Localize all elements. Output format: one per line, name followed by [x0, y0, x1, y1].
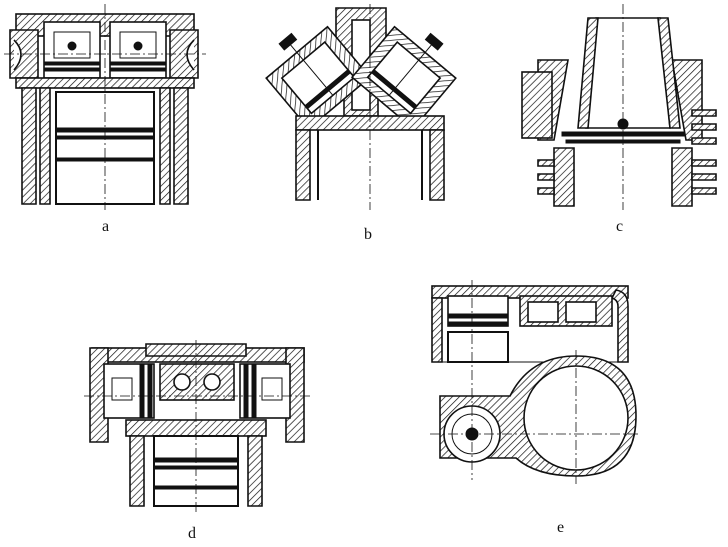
view-a-cylinder-head-section	[4, 4, 206, 210]
view-b-v-arrangement-section	[265, 4, 457, 210]
view-a-valve-plates	[43, 61, 167, 72]
view-c-cooling-fins	[537, 109, 717, 195]
view-b-label: b	[364, 226, 372, 243]
view-c-cone-intake-section	[521, 4, 717, 210]
view-e-label: e	[557, 519, 565, 536]
view-d-label: d	[188, 525, 196, 542]
view-a-label: a	[102, 218, 110, 235]
view-e-head-plan-and-section	[430, 280, 640, 484]
view-d-horizontal-valves-section	[84, 340, 312, 512]
view-c-label: c	[616, 218, 624, 235]
